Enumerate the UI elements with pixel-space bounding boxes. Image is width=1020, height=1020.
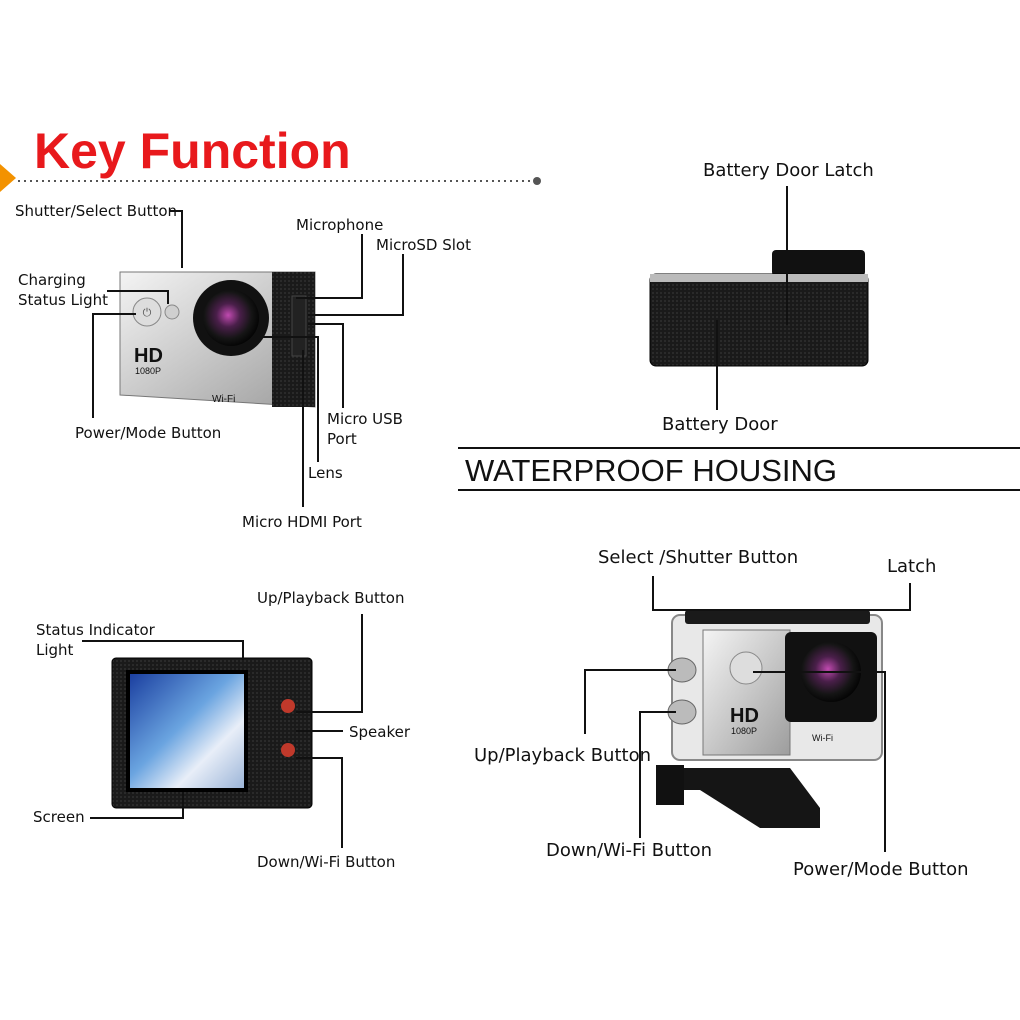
label-micro-hdmi-port: Micro HDMI Port	[242, 513, 362, 531]
waterproof-housing: HD 1080P Wi-Fi	[656, 610, 883, 828]
back-down-button	[281, 743, 295, 757]
housing-wifi-badge: Wi-Fi	[812, 733, 833, 743]
housing-resolution-badge: 1080P	[731, 726, 757, 736]
camera-front: ⏻ HD 1080P Wi-Fi	[119, 271, 316, 408]
front-hd-badge: HD	[134, 345, 163, 367]
label-charging: Charging	[18, 271, 86, 289]
label-battery-door-latch: Battery Door Latch	[703, 160, 874, 181]
label-housing-down-wifi-button: Down/Wi-Fi Button	[546, 840, 712, 861]
label-speaker: Speaker	[349, 723, 411, 741]
housing-hd-badge: HD	[730, 705, 759, 727]
label-housing-select-shutter-button: Select /Shutter Button	[598, 547, 798, 568]
page-title: Key Function	[34, 123, 351, 179]
front-resolution-badge: 1080P	[135, 366, 161, 376]
label-battery-door: Battery Door	[662, 414, 778, 435]
label-power-mode-button: Power/Mode Button	[75, 424, 221, 442]
label-status-light: Status Light	[18, 291, 108, 309]
rule-end-dot	[533, 177, 541, 185]
label-back-up-playback-button: Up/Playback Button	[257, 589, 405, 607]
front-charging-light	[164, 304, 180, 320]
orange-arrow-icon	[0, 164, 16, 192]
label-microsd-slot: MicroSD Slot	[376, 236, 471, 254]
label-back-down-wifi-button: Down/Wi-Fi Button	[257, 853, 395, 871]
camera-back	[111, 657, 313, 809]
front-power-icon: ⏻	[143, 306, 152, 319]
back-up-button	[281, 699, 295, 713]
front-wifi-badge: Wi-Fi	[212, 394, 235, 405]
label-housing-latch: Latch	[887, 556, 936, 577]
label-light: Light	[36, 641, 74, 659]
camera-top	[649, 250, 869, 367]
label-port: Port	[327, 430, 357, 448]
label-status-indicator: Status Indicator	[36, 621, 156, 639]
label-screen: Screen	[33, 808, 85, 826]
label-lens: Lens	[308, 464, 343, 482]
label-shutter-select-button: Shutter/Select Button	[15, 202, 177, 220]
label-housing-up-playback-button: Up/Playback Button	[474, 745, 651, 766]
section-heading: WATERPROOF HOUSING	[465, 453, 837, 488]
label-microphone: Microphone	[296, 216, 383, 234]
label-housing-power-mode-button: Power/Mode Button	[793, 859, 969, 880]
label-micro-usb: Micro USB	[327, 410, 403, 428]
